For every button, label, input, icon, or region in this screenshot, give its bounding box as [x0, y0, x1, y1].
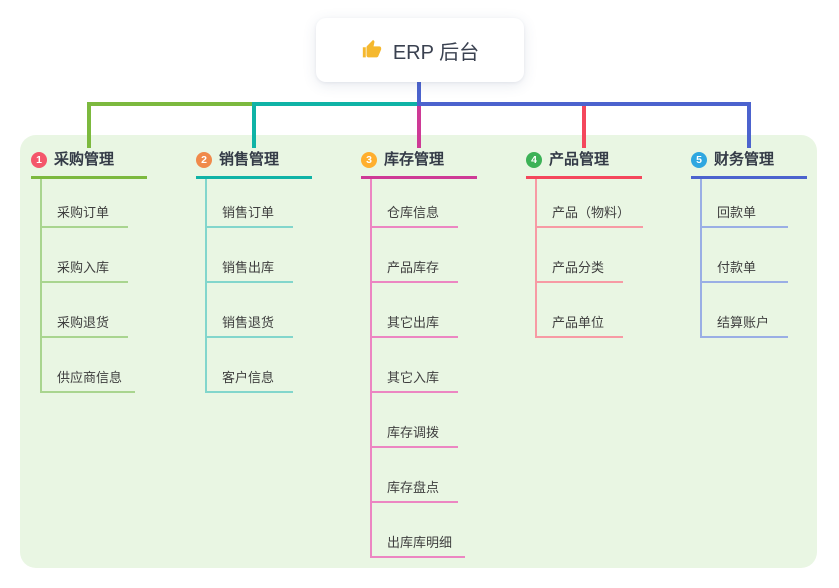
child-node[interactable]: 产品（物料） [535, 173, 644, 228]
badge-5-icon: 5 [691, 152, 707, 168]
connector-branch-4 [419, 102, 586, 148]
child-node[interactable]: 其它入库 [370, 338, 458, 393]
connector-branch-5 [419, 102, 751, 148]
child-label: 销售出库 [222, 260, 275, 275]
child-label: 库存盘点 [387, 480, 440, 495]
badge-2-icon: 2 [196, 152, 212, 168]
child-node[interactable]: 客户信息 [205, 338, 293, 393]
branch-trunk-line [700, 179, 702, 338]
child-node[interactable]: 销售订单 [205, 173, 293, 228]
mindmap-panel [20, 135, 817, 568]
child-label: 产品单位 [552, 315, 605, 330]
branch-finance: 5 财务管理 回款单 付款单 结算账户 [691, 145, 839, 338]
child-label: 出库库明细 [387, 535, 453, 550]
child-node[interactable]: 结算账户 [700, 283, 788, 338]
badge-3-icon: 3 [361, 152, 377, 168]
child-label: 客户信息 [222, 370, 275, 385]
badge-4-icon: 4 [526, 152, 542, 168]
branch-label: 库存管理 [384, 151, 445, 168]
child-node[interactable]: 采购订单 [40, 173, 128, 228]
child-label: 采购入库 [57, 260, 110, 275]
child-node[interactable]: 仓库信息 [370, 173, 458, 228]
branch-trunk-line [535, 179, 537, 338]
child-node[interactable]: 付款单 [700, 228, 788, 283]
child-label: 产品库存 [387, 260, 440, 275]
branch-inventory-node[interactable]: 3 库存管理 [361, 145, 477, 179]
child-node[interactable]: 回款单 [700, 173, 788, 228]
child-node[interactable]: 库存调拨 [370, 393, 458, 448]
branch-children: 产品（物料） 产品分类 产品单位 [535, 173, 644, 338]
root-node-label: ERP 后台 [392, 41, 480, 64]
child-label: 销售退货 [222, 315, 275, 330]
branch-children: 回款单 付款单 结算账户 [700, 173, 788, 338]
branch-children: 销售订单 销售出库 销售退货 客户信息 [205, 173, 293, 393]
child-node[interactable]: 产品单位 [535, 283, 623, 338]
child-label: 回款单 [717, 205, 757, 220]
branch-trunk-line [370, 179, 372, 558]
child-label: 其它出库 [387, 315, 440, 330]
branch-product: 4 产品管理 产品（物料） 产品分类 产品单位 [526, 145, 686, 338]
child-label: 供应商信息 [57, 370, 123, 385]
child-label: 结算账户 [717, 315, 770, 330]
branch-children: 仓库信息 产品库存 其它出库 其它入库 库存调拨 库存盘点 出库库明细 [370, 173, 466, 558]
child-node[interactable]: 销售退货 [205, 283, 293, 338]
child-label: 产品（物料） [552, 205, 631, 220]
branch-children: 采购订单 采购入库 采购退货 供应商信息 [40, 173, 136, 393]
child-node[interactable]: 销售出库 [205, 228, 293, 283]
branch-label: 产品管理 [549, 151, 610, 168]
badge-1-icon: 1 [31, 152, 47, 168]
branch-label: 销售管理 [219, 151, 280, 168]
child-label: 其它入库 [387, 370, 440, 385]
child-label: 销售订单 [222, 205, 275, 220]
child-label: 库存调拨 [387, 425, 440, 440]
child-node[interactable]: 库存盘点 [370, 448, 458, 503]
child-node[interactable]: 出库库明细 [370, 503, 466, 558]
child-node[interactable]: 产品分类 [535, 228, 623, 283]
branch-finance-node[interactable]: 5 财务管理 [691, 145, 807, 179]
branch-inventory: 3 库存管理 仓库信息 产品库存 其它出库 其它入库 库存调拨 库存盘点 出库库… [361, 145, 521, 558]
branch-label: 财务管理 [714, 151, 775, 168]
child-label: 产品分类 [552, 260, 605, 275]
child-label: 采购订单 [57, 205, 110, 220]
root-node[interactable]: ERP 后台 [316, 18, 524, 82]
branch-sales: 2 销售管理 销售订单 销售出库 销售退货 客户信息 [196, 145, 356, 393]
child-label: 付款单 [717, 260, 757, 275]
child-label: 采购退货 [57, 315, 110, 330]
branch-purchase: 1 采购管理 采购订单 采购入库 采购退货 供应商信息 [31, 145, 191, 393]
thumbs-up-icon [361, 39, 383, 61]
child-node[interactable]: 供应商信息 [40, 338, 136, 393]
branch-product-node[interactable]: 4 产品管理 [526, 145, 642, 179]
child-node[interactable]: 采购退货 [40, 283, 128, 338]
branch-trunk-line [205, 179, 207, 393]
branch-sales-node[interactable]: 2 销售管理 [196, 145, 312, 179]
child-node[interactable]: 其它出库 [370, 283, 458, 338]
child-node[interactable]: 产品库存 [370, 228, 458, 283]
child-node[interactable]: 采购入库 [40, 228, 128, 283]
connector-branch-2 [252, 102, 419, 148]
branch-label: 采购管理 [54, 151, 115, 168]
branch-trunk-line [40, 179, 42, 393]
branch-purchase-node[interactable]: 1 采购管理 [31, 145, 147, 179]
child-label: 仓库信息 [387, 205, 440, 220]
